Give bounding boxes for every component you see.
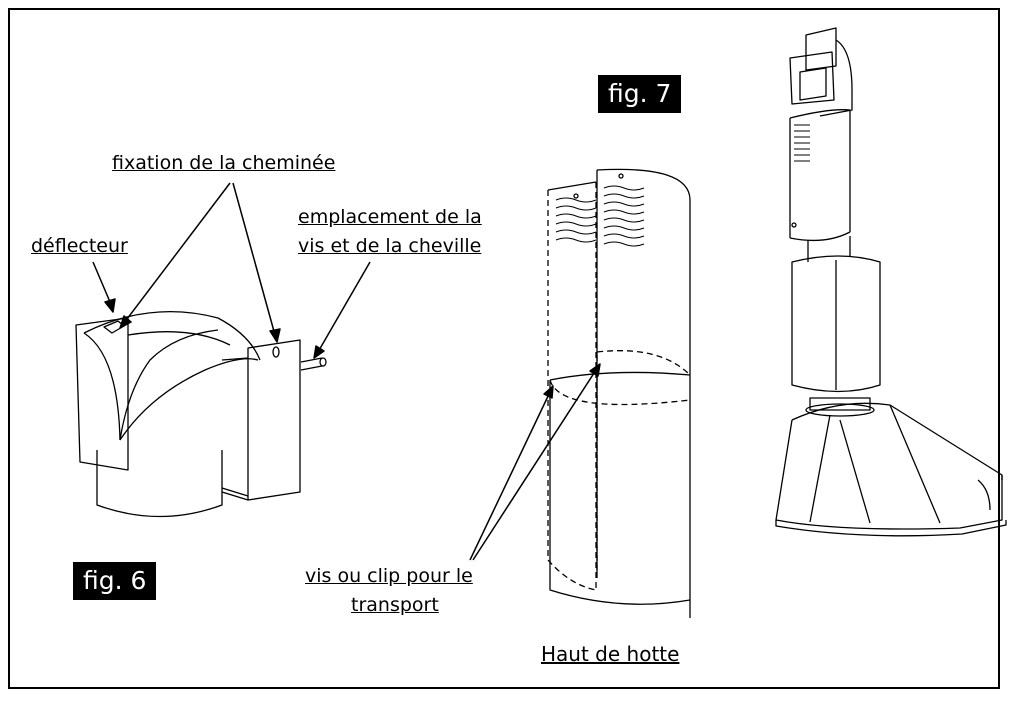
figure-6-badge: fig. 6: [73, 562, 157, 600]
figure-7-badge: fig. 7: [598, 75, 682, 113]
leader-arrows-fig7: [469, 363, 601, 561]
label-deflecteur: déflecteur: [31, 235, 128, 257]
assembled-hood: [775, 27, 1007, 537]
leader-arrows-fig6: [92, 182, 371, 359]
deflector-part: [75, 311, 327, 518]
label-haut-de-hotte: Haut de hotte: [541, 642, 680, 666]
diagram-frame: [8, 8, 1000, 689]
label-vis-clip-line2: transport: [351, 594, 439, 616]
label-vis-clip-line1: vis ou clip pour le: [305, 565, 473, 587]
chimney-sections: [547, 168, 691, 618]
label-emplacement-line1: emplacement de la: [298, 206, 482, 228]
label-fixation-cheminee: fixation de la cheminée: [112, 152, 336, 174]
label-emplacement-line2: vis et de la cheville: [298, 235, 482, 257]
